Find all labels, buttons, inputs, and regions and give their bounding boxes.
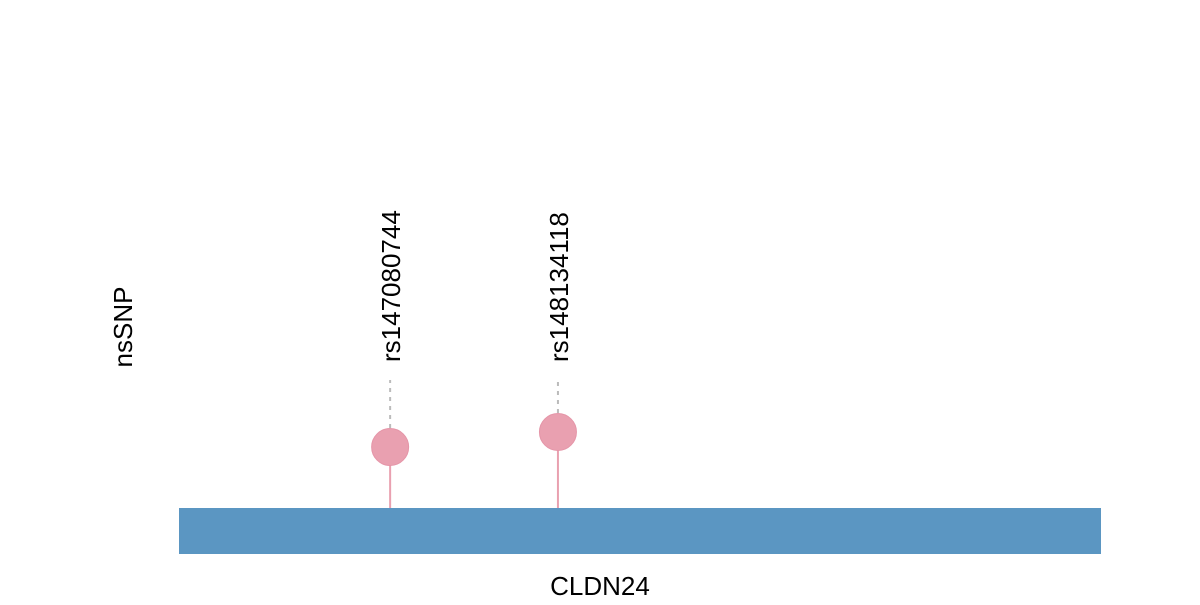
snp-label: rs147080744 — [376, 210, 406, 362]
gene-label: CLDN24 — [550, 571, 650, 600]
track-label: nsSNP — [108, 287, 138, 368]
snp-marker — [371, 428, 410, 466]
snp-marker — [538, 413, 577, 451]
snp-label: rs148134118 — [544, 212, 574, 362]
gene-bar — [179, 508, 1101, 554]
